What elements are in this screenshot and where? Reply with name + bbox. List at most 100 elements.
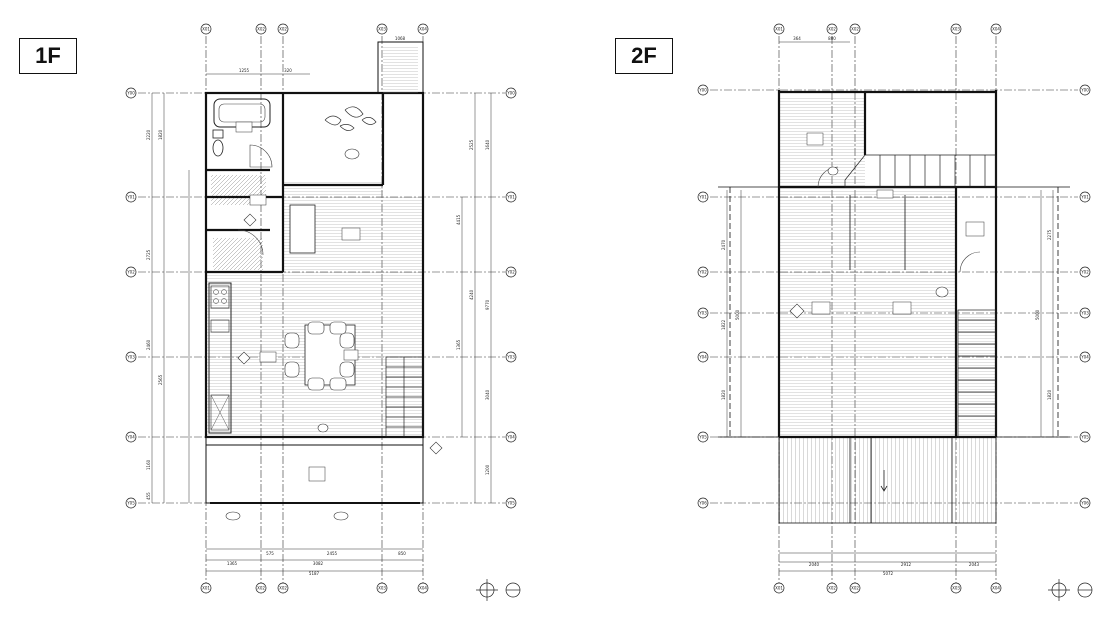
dimension-label: 455	[146, 492, 151, 500]
grid-label: X02	[828, 27, 836, 32]
dimension-label: 1365	[456, 339, 461, 350]
dimension-lines-2f	[726, 41, 1054, 572]
dimension-label: 1640	[485, 139, 490, 150]
section-marker-icon	[225, 511, 241, 521]
dimension-label: 1200	[485, 464, 490, 475]
grid-bubble-2f-right	[1079, 431, 1091, 443]
plan-2f: X01 X02 X02 X03 X04 X01 X02 X02 X03 X04 …	[697, 23, 1093, 601]
section-marker-icon	[344, 148, 360, 160]
kitchen-counter	[208, 282, 232, 434]
grid-label: X02	[851, 27, 859, 32]
grid-label: Y02	[506, 270, 515, 275]
room-tag-living	[341, 227, 361, 241]
plan-1f: X01 X02 X02 X03 X04 X01 X02 X02 X03 X04 …	[125, 23, 521, 601]
dimension-label: 3082	[313, 561, 324, 566]
section-marker-icon	[827, 166, 839, 176]
dimension-label: 2043	[969, 562, 980, 567]
grid-label: X01	[775, 586, 783, 591]
north-arrow-icon	[1048, 579, 1093, 601]
grid-label: X04	[992, 586, 1000, 591]
room-tag-loft	[806, 132, 824, 146]
grid-bubble-1f-left-y05	[125, 497, 137, 509]
grid-label: Y04	[698, 355, 707, 360]
grid-bubble-1f-left-y04	[125, 431, 137, 443]
grid-bubble-1f-left-y03	[125, 351, 137, 363]
grid-bubble-1f-right-y00	[505, 87, 517, 99]
grid-label: Y04	[126, 435, 135, 440]
dimension-label: 4415	[456, 214, 461, 225]
dimension-label: 4240	[469, 289, 474, 300]
grid-label: X03	[378, 586, 386, 591]
grid-label: Y06	[1080, 501, 1089, 506]
low-table-icon	[289, 204, 316, 254]
grid-bubble-2f-left	[697, 431, 709, 443]
dimension-label: 1255	[239, 68, 250, 73]
grid-bubble-2f-top	[826, 23, 838, 35]
grid-bubble-2f-bottom	[990, 582, 1002, 594]
grid-label: Y03	[506, 355, 515, 360]
room-tag-wash	[249, 194, 267, 206]
dimension-label: 1160	[146, 459, 151, 470]
grid-label: Y00	[506, 91, 515, 96]
grid-bubble-2f-right	[1079, 191, 1091, 203]
room-tag-deck	[308, 466, 326, 482]
dimension-label: 2455	[327, 551, 338, 556]
grid-bubble-2f-bottom	[826, 582, 838, 594]
grid-label: Y03	[698, 311, 707, 316]
grid-bubble-2f-bottom	[849, 582, 861, 594]
grid-label: X02	[257, 27, 265, 32]
section-marker-icon	[935, 286, 949, 298]
grid-label: Y01	[698, 195, 707, 200]
grid-label: Y00	[698, 88, 707, 93]
section-marker-icon	[237, 351, 251, 365]
grid-label: Y02	[1080, 270, 1089, 275]
grid-bubble-2f-right	[1079, 84, 1091, 96]
grid-bubble-2f-right	[1079, 307, 1091, 319]
grid-label: X03	[952, 586, 960, 591]
grid-bubble-2f-bottom	[773, 582, 785, 594]
grid-bubble-2f-left	[697, 191, 709, 203]
grid-bubble-2f-left	[697, 307, 709, 319]
dimension-label: 2470	[721, 239, 726, 250]
stove-icon	[210, 285, 230, 309]
porch-1f	[205, 436, 424, 504]
grid-bubble-1f-top-x02	[255, 23, 267, 35]
grid-label: Y01	[506, 195, 515, 200]
grid-bubble-1f-bottom-x04	[417, 582, 429, 594]
grid-bubble-2f-left	[697, 497, 709, 509]
grid-bubble-2f-left	[697, 266, 709, 278]
grid-label: X03	[952, 27, 960, 32]
grid-bubble-1f-left-y01	[125, 191, 137, 203]
grid-bubble-1f-top-x04	[417, 23, 429, 35]
dimension-lines-1f	[151, 73, 492, 572]
grid-label: Y02	[126, 270, 135, 275]
balcony-boards-2f	[779, 437, 996, 523]
toilet-icon	[212, 129, 224, 139]
floor-label-1f: 1F	[19, 38, 77, 74]
section-marker-icon	[789, 303, 805, 319]
dimension-label: 3040	[485, 389, 490, 400]
dimension-label: 2525	[469, 139, 474, 150]
grid-bubble-2f-left	[697, 84, 709, 96]
grid-label: X01	[202, 586, 210, 591]
dimension-label: 2912	[901, 562, 912, 567]
dimension-label: 1820	[1047, 389, 1052, 400]
dimension-label: 800	[828, 36, 836, 41]
grid-bubble-1f-top-x02b	[277, 23, 289, 35]
north-arrow-icon	[476, 579, 521, 601]
dimension-label: 1820	[158, 129, 163, 140]
dimension-label: 1365	[227, 561, 238, 566]
section-marker-icon	[317, 423, 329, 433]
dimension-label: 5000	[1035, 309, 1040, 320]
dimension-label: 364	[793, 36, 801, 41]
room-tag-closet	[965, 221, 985, 237]
room-tag-bath	[235, 121, 253, 133]
grid-label: Y05	[698, 435, 707, 440]
floor-planks-2f	[779, 187, 955, 437]
grid-label: X04	[419, 586, 427, 591]
dimension-label: 2040	[809, 562, 820, 567]
slope-arrow-icon	[880, 470, 888, 492]
dimension-label: 5187	[309, 571, 320, 576]
grid-bubble-2f-top	[990, 23, 1002, 35]
